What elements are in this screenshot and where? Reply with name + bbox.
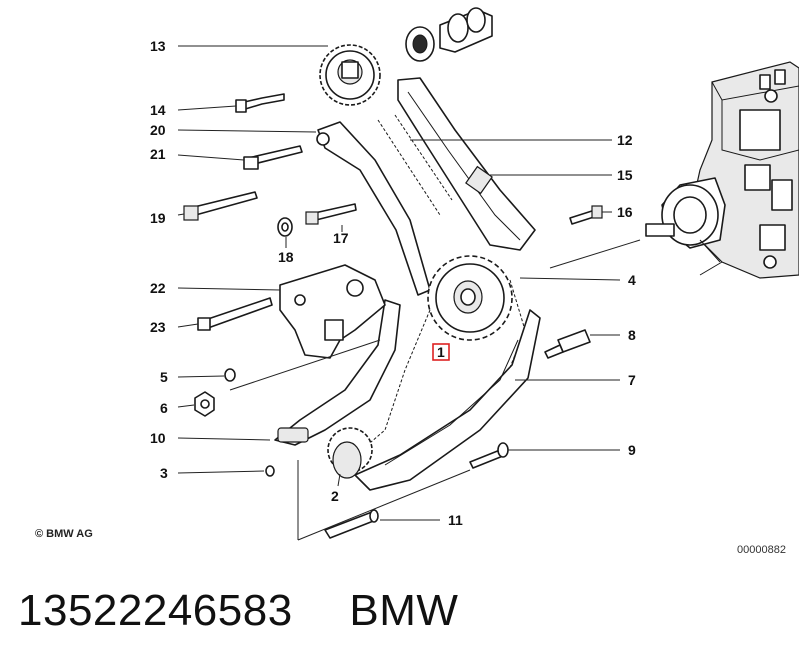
callout-19: 19 bbox=[150, 210, 166, 226]
callout-21: 21 bbox=[150, 146, 166, 162]
exploded-parts-diagram: 13 14 20 21 19 18 17 22 23 5 6 10 3 2 11… bbox=[35, 7, 799, 556]
copyright-label: © BMW AG bbox=[35, 528, 93, 540]
highlight-box bbox=[432, 343, 450, 361]
callout-7: 7 bbox=[628, 372, 636, 388]
drawing-reference: 00000882 bbox=[737, 544, 786, 556]
callout-15: 15 bbox=[617, 167, 633, 183]
crankshaft-sprocket-illustration bbox=[327, 427, 373, 479]
callout-22: 22 bbox=[150, 280, 166, 296]
callout-labels: 13 14 20 21 19 18 17 22 23 5 6 10 3 2 11… bbox=[150, 38, 636, 528]
injection-pump-illustration bbox=[645, 61, 799, 279]
leader-lines bbox=[177, 45, 641, 541]
callout-14: 14 bbox=[150, 102, 166, 118]
callout-23: 23 bbox=[150, 319, 166, 335]
callout-1-highlighted: 1 bbox=[437, 344, 445, 360]
callout-12: 12 bbox=[617, 132, 633, 148]
callout-6: 6 bbox=[160, 400, 168, 416]
part-caption: 13522246583 BMW bbox=[18, 586, 458, 636]
upper-timing-chain-illustration bbox=[377, 114, 453, 216]
tensioner-rail-left-illustration bbox=[316, 121, 431, 296]
callout-16: 16 bbox=[617, 204, 633, 220]
callout-10: 10 bbox=[150, 430, 166, 446]
callout-18: 18 bbox=[278, 249, 294, 265]
tensioner-rail-lower-illustration bbox=[274, 299, 401, 446]
camshaft-end-illustration bbox=[405, 7, 493, 62]
part-number: 13522246583 bbox=[18, 586, 293, 635]
intermediate-sprocket-illustration bbox=[427, 255, 513, 341]
callout-13: 13 bbox=[150, 38, 166, 54]
callout-20: 20 bbox=[150, 122, 166, 138]
callout-2: 2 bbox=[331, 488, 339, 504]
fasteners-illustration bbox=[183, 93, 603, 539]
callout-5: 5 bbox=[160, 369, 168, 385]
brand-name: BMW bbox=[349, 586, 459, 635]
chain-tensioner-illustration bbox=[279, 264, 386, 359]
camshaft-sprocket-illustration bbox=[319, 44, 381, 106]
callout-4: 4 bbox=[628, 272, 636, 288]
callout-17: 17 bbox=[333, 230, 349, 246]
guide-rail-lower-illustration bbox=[354, 309, 541, 491]
guide-rail-upper-illustration bbox=[397, 77, 536, 251]
callout-11: 11 bbox=[448, 512, 463, 528]
callout-3: 3 bbox=[160, 465, 168, 481]
callout-9: 9 bbox=[628, 442, 636, 458]
callout-8: 8 bbox=[628, 327, 636, 343]
